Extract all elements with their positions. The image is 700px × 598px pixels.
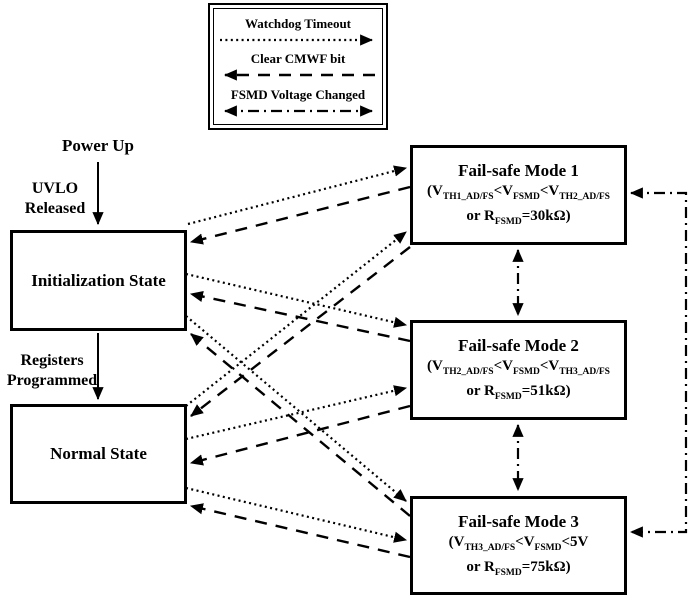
fsmd-dashdot-arrow-icon [223,104,374,117]
legend-clear-cmwf-label: Clear CMWF bit [250,51,346,66]
edge-mode1-mode3-fsmd-loop [629,187,688,538]
edge-mode2-normal-clear-cmwf [189,404,411,466]
edge-mode1-init-clear-cmwf [189,185,411,245]
registers-line1: Registers [20,352,84,369]
uvlo-line2: Released [24,200,86,217]
edge-init-mode3-watchdog [185,315,407,502]
registers-line2: Programmed [6,372,98,389]
legend-item-clear-cmwf: Clear CMWF bit [217,51,379,82]
initialization-state-box: Initialization State [10,230,187,331]
failsafe-mode-1-box: Fail-safe Mode 1 (VTH1_AD/FS<VFSMD<VTH2_… [410,145,627,245]
registers-programmed-label: Registers Programmed [4,351,100,391]
legend-watchdog-label: Watchdog Timeout [244,15,352,31]
failsafe-mode-2-box: Fail-safe Mode 2 (VTH2_AD/FS<VFSMD<VTH3_… [410,320,627,420]
clear-cmwf-dashed-arrow-icon [223,69,375,81]
mode1-title: Fail-safe Mode 1 [458,161,579,180]
legend-fsmd-changed-label: FSMD Voltage Changed [230,86,366,102]
normal-state-label: Normal State [50,444,147,463]
power-up-label: Power Up [62,136,134,155]
mode1-condition-line2: or RFSMD=30kΩ) [466,208,571,227]
mode1-condition-line1: (VTH1_AD/FS<VFSMD<VTH2_AD/FS [427,183,610,202]
edge-mode3-init-clear-cmwf [190,333,411,517]
mode2-condition-line1: (VTH2_AD/FS<VFSMD<VTH3_AD/FS [427,358,610,377]
uvlo-released-label: UVLO Released [14,179,96,219]
edge-normal-mode1-watchdog [185,231,407,407]
mode3-condition-line2: or RFSMD=75kΩ) [466,558,571,578]
legend-item-watchdog: Watchdog Timeout [217,16,379,47]
edge-mode3-normal-clear-cmwf [189,503,411,559]
mode2-condition-line2: or RFSMD=51kΩ) [466,383,571,402]
mode3-title: Fail-safe Mode 3 [458,511,579,531]
legend-box: Watchdog Timeout Clear CMWF bit FSMD Vol… [208,3,388,130]
uvlo-line1: UVLO [31,180,79,197]
watchdog-dotted-arrow-icon [220,33,374,46]
mode3-condition-line1: (VTH3_AD/FS<VFSMD<5V [448,533,589,553]
edge-normal-mode3-watchdog [185,486,408,543]
edge-mode1-normal-clear-cmwf [190,246,411,417]
edge-mode2-init-clear-cmwf [189,290,411,343]
initialization-state-label: Initialization State [31,270,166,290]
mode2-title: Fail-safe Mode 2 [458,336,579,355]
legend-item-fsmd-changed: FSMD Voltage Changed [217,87,379,118]
legend-frame: Watchdog Timeout Clear CMWF bit FSMD Vol… [213,8,383,125]
failsafe-mode-3-box: Fail-safe Mode 3 (VTH3_AD/FS<VFSMD<5V or… [410,496,627,595]
normal-state-box: Normal State [10,404,187,504]
